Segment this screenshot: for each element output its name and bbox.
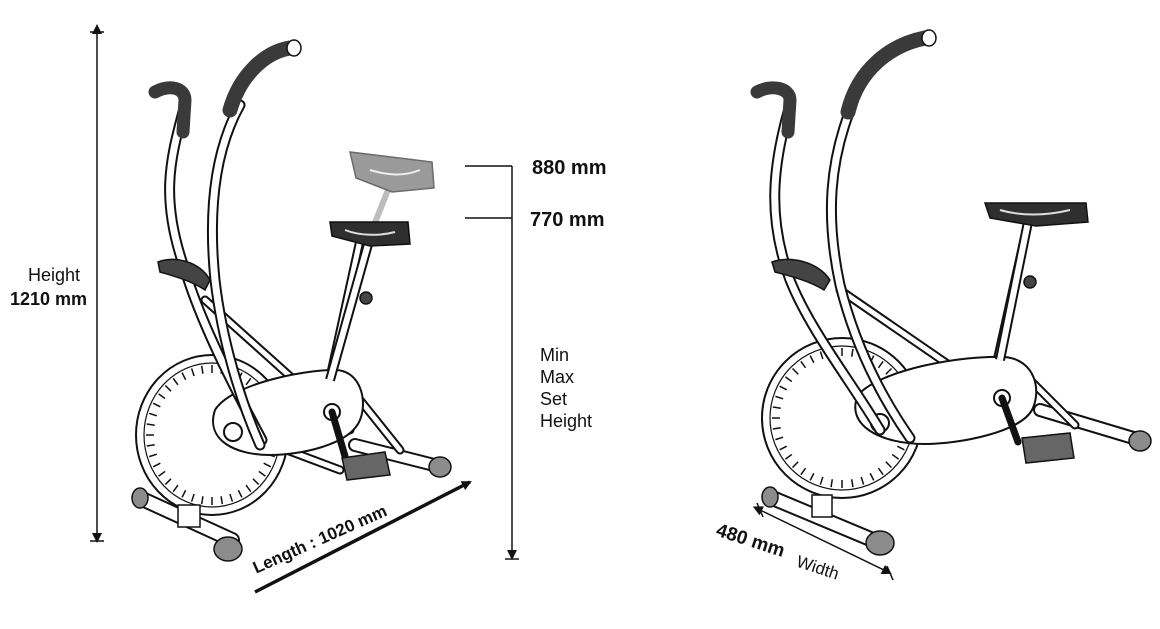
flywheel-tick [885,367,893,375]
flywheel-tick [152,462,161,468]
flywheel-tick [779,385,788,391]
footrest [771,258,831,292]
flywheel-tick [791,367,799,375]
flywheel-tick [860,476,865,485]
flywheel-tick [148,453,158,458]
grip [148,81,192,139]
flywheel-tick [181,489,187,498]
flywheel-tick [800,467,807,476]
flywheel-tick [800,360,807,369]
flywheel-tick [245,484,252,493]
flywheel-tick [258,470,266,477]
seat-min-value: 770 mm [530,209,605,231]
flywheel-tick [819,351,824,360]
flywheel-tick [158,470,166,477]
flywheel-tick [158,393,166,400]
flywheel-tick [229,493,234,502]
flywheel-tick [164,478,172,486]
flywheel-tick [172,377,179,386]
bike-side-view [131,39,452,562]
flywheel-tick [263,462,272,468]
grip [840,30,933,120]
flywheel-tick [200,496,204,505]
flywheel-tick [775,436,784,441]
footrest [157,258,211,292]
front-stabilizer [1033,403,1152,452]
note-line: Height [540,411,593,431]
flywheel-tick [819,476,824,485]
flywheel-tick [850,348,854,357]
flywheel-tick [148,412,158,417]
flywheel-tick [772,426,781,430]
flywheel-tick [869,472,875,481]
flywheel-tick [877,360,884,369]
flywheel-tick [152,402,161,408]
flywheel-tick [237,489,243,498]
flywheel-tick [779,445,788,451]
flywheel-tick [245,377,252,386]
seat-height-note: Min Max Set Height [540,344,630,432]
flywheel-tick [791,461,799,469]
length-dimension [254,480,472,594]
flywheel-tick [784,453,793,460]
grip [750,81,797,139]
flywheel-tick [877,467,884,476]
height-value: 1210 mm [10,289,88,309]
height-dimension [90,24,104,543]
crank [998,394,1022,446]
rear-stabilizer [131,487,243,562]
flywheel-tick [146,443,155,447]
flywheel-tick [190,368,195,377]
grip [222,40,298,118]
flywheel-tick [190,493,195,502]
seat-max-value: 880 mm [532,157,607,179]
seat-height-dimension [465,165,519,560]
flywheel-tick [784,376,793,383]
crank [328,408,351,467]
height-label: Height [28,265,81,285]
note-line: Min [540,345,570,365]
flywheel-tick [181,372,187,381]
flywheel-tick [896,445,905,451]
handlebars [769,99,916,444]
flywheel-tick [809,355,815,364]
flywheel-tick [772,406,781,410]
width-dimension [752,502,894,581]
flywheel-tick [830,479,834,488]
flywheel-tick [850,479,854,488]
seat-raised [349,151,435,193]
flywheel-tick [809,472,815,481]
flywheel-tick [891,453,900,460]
front-stabilizer [348,438,452,478]
note-line: Set [540,389,568,409]
note-line: Max [540,367,575,387]
flywheel-tick [220,496,224,505]
flywheel-tick [252,478,260,486]
flywheel-tick [146,423,155,427]
flywheel-tick [172,484,179,493]
flywheel-tick [164,384,172,392]
flywheel-tick [200,365,204,374]
pedal [341,451,391,481]
flywheel-tick [775,395,784,400]
pedal [1021,432,1075,464]
bike-front-view [750,29,1152,556]
flywheel-tick [885,461,893,469]
